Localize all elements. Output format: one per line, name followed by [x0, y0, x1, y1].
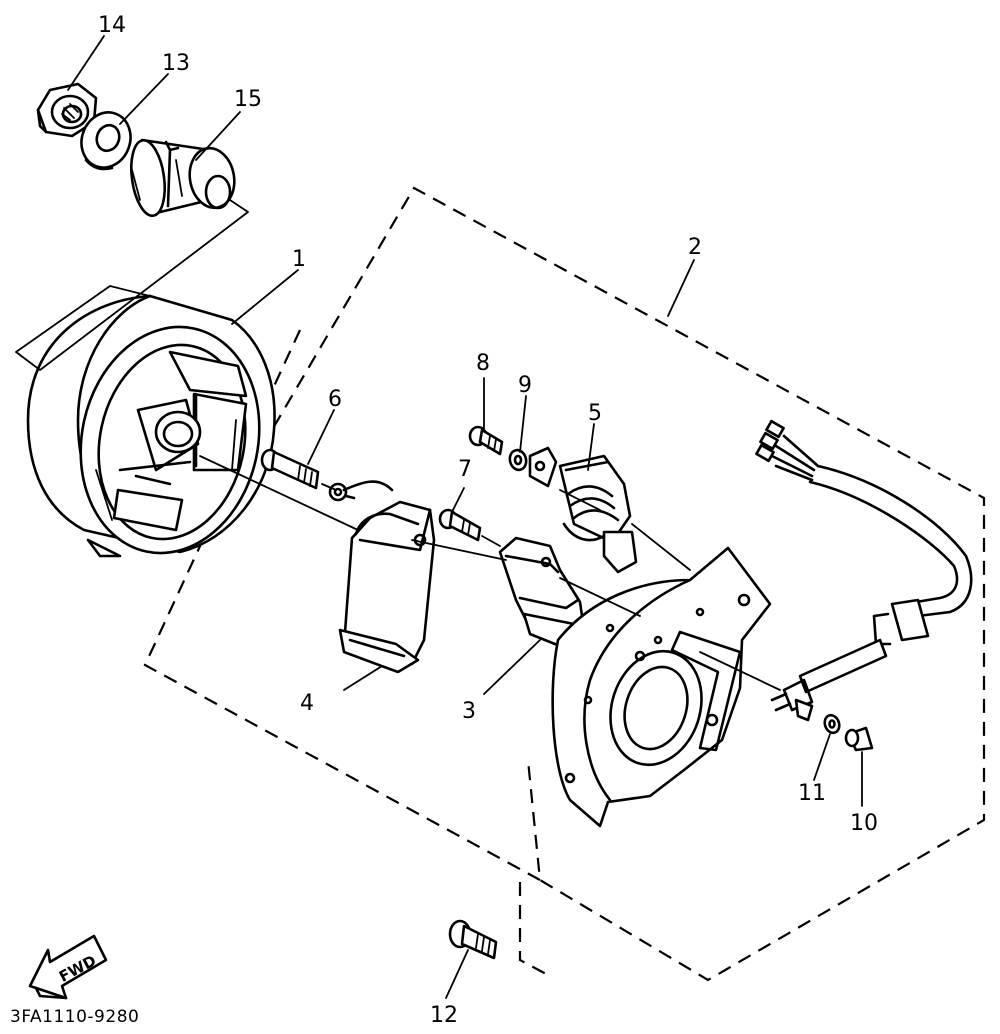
callout-10: 10: [850, 811, 878, 836]
stator-plate-part: [551, 546, 772, 828]
wire-harness-part: [755, 419, 973, 722]
callout-15: 15: [234, 87, 262, 112]
callout-labels: 14 13 15 1 2 3 4 5 6 7 8 9 10 11 12: [98, 13, 878, 1028]
washer-part: [508, 448, 528, 472]
callout-5: 5: [588, 401, 602, 426]
screw-part: [468, 425, 504, 456]
fwd-arrow-icon: FWD: [28, 934, 108, 1000]
bolt-part: [448, 919, 498, 960]
rotor-part: [26, 294, 276, 558]
callout-13: 13: [162, 51, 190, 76]
ground-wire-part: [328, 480, 394, 502]
pickup-coil-part: [528, 446, 638, 574]
screw-part: [438, 508, 482, 542]
callout-9: 9: [518, 373, 532, 398]
nut-part: [36, 82, 98, 138]
callout-8: 8: [476, 351, 490, 376]
bolt-part: [260, 448, 320, 490]
callout-14: 14: [98, 13, 126, 38]
callout-leaders: [67, 35, 863, 999]
callout-2: 2: [688, 235, 702, 260]
spacer-part: [129, 138, 236, 217]
washer-part: [823, 713, 841, 735]
callout-12: 12: [430, 1003, 458, 1028]
callout-1: 1: [292, 247, 306, 272]
alignment-lines: [199, 455, 781, 691]
callout-4: 4: [300, 691, 314, 716]
screw-part: [844, 726, 874, 752]
callout-7: 7: [458, 457, 472, 482]
callout-6: 6: [328, 387, 342, 412]
washer-part: [80, 111, 132, 171]
callout-11: 11: [798, 781, 826, 806]
coil-large-part: [338, 500, 436, 674]
callout-3: 3: [462, 699, 476, 724]
rotor-alignment-lines: [15, 199, 249, 371]
drawing-code: 3FA1110-9280: [10, 1007, 139, 1027]
